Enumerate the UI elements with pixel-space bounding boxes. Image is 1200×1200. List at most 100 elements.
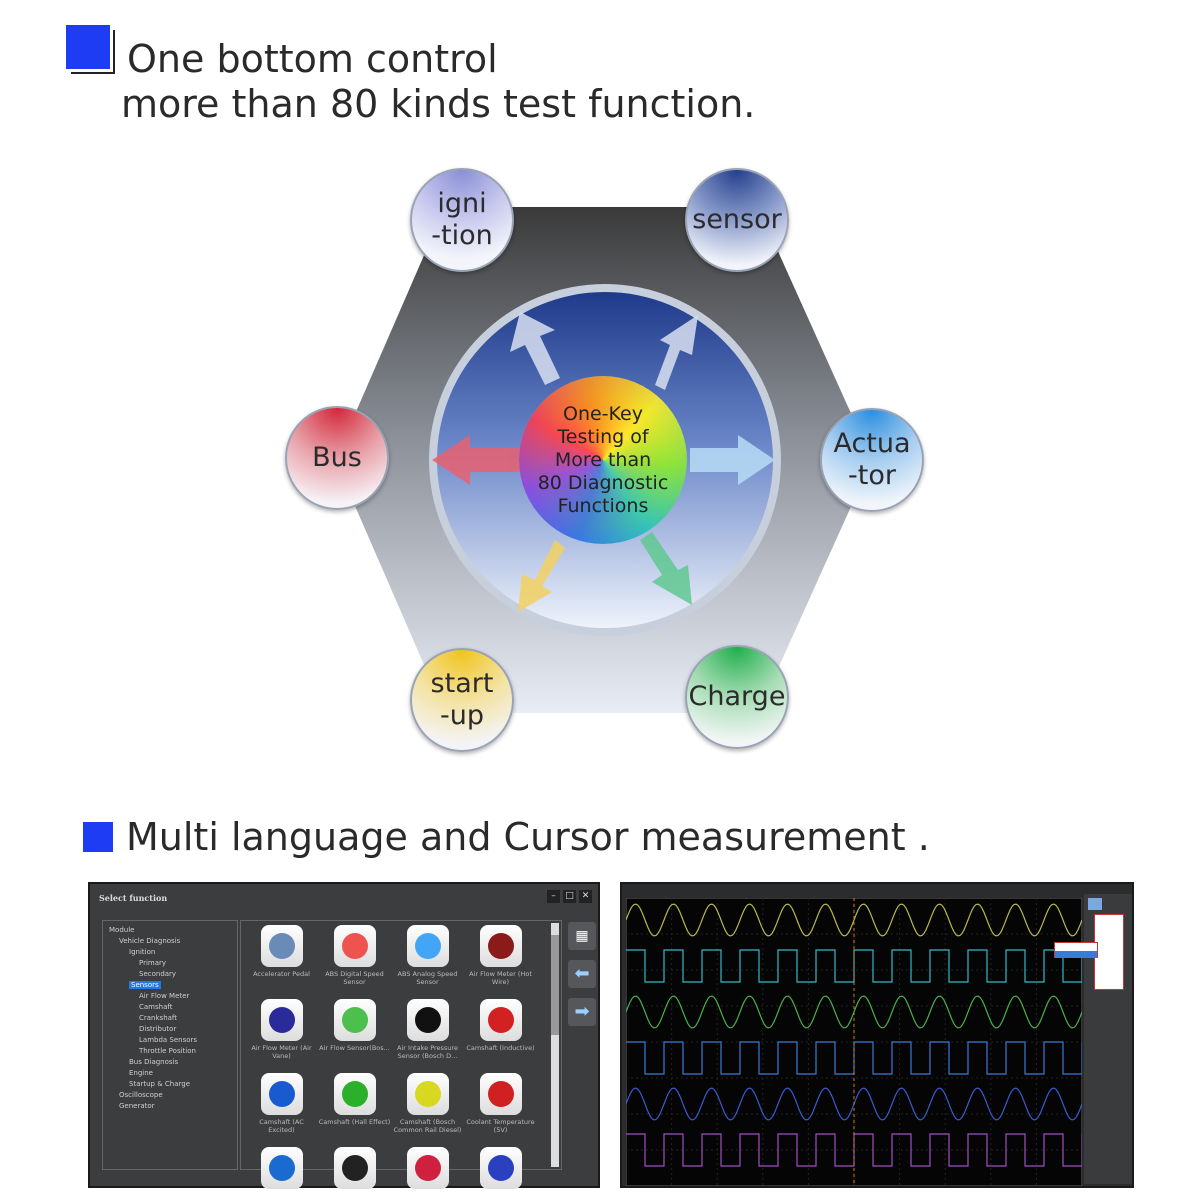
tile-label: Camshaft (Inductive) xyxy=(466,1044,535,1052)
sensor-icon xyxy=(479,1073,522,1115)
node-sensor[interactable]: sensor xyxy=(685,168,789,272)
forward-arrow-button[interactable]: ➡ xyxy=(568,998,596,1026)
function-tile[interactable]: Camshaft (Hall Effect) xyxy=(318,1073,391,1126)
function-tile[interactable]: Air Flow Meter (Air Vane) xyxy=(245,999,318,1060)
sensor-icon xyxy=(406,1147,449,1189)
scrollbar[interactable] xyxy=(551,923,559,1167)
tree-item-label: Oscilloscope xyxy=(119,1091,163,1099)
arrow-down-right-icon xyxy=(640,532,692,605)
maximize-button[interactable]: □ xyxy=(563,890,576,903)
tile-label: Air Intake Pressure Sensor (Bosch D... xyxy=(397,1044,458,1060)
sensor-icon xyxy=(479,925,522,967)
sensor-icon xyxy=(406,925,449,967)
tree-item-label: Startup & Charge xyxy=(129,1080,191,1088)
sensor-icon xyxy=(333,925,376,967)
tree-item[interactable]: Startup & Charge xyxy=(103,1079,237,1090)
tree-item[interactable]: Throttle Position xyxy=(103,1046,237,1057)
sensor-icon xyxy=(406,1073,449,1115)
arrow-up-right-icon xyxy=(655,315,698,390)
tree-item-label: Primary xyxy=(139,959,167,967)
node-bus[interactable]: Bus xyxy=(285,406,389,510)
tile-label: ABS Digital Speed Sensor xyxy=(325,970,384,986)
function-tile[interactable]: Air Intake Pressure Sensor (Bosch D... xyxy=(391,999,464,1060)
function-tile[interactable]: ABS Digital Speed Sensor xyxy=(318,925,391,986)
function-tile[interactable]: Camshaft (Inductive) xyxy=(464,999,537,1052)
function-tile[interactable]: Coolant Temperature (5V) xyxy=(464,1073,537,1134)
function-tile[interactable]: Air Flow Meter (Hot Wire) xyxy=(464,925,537,986)
tree-item-label: Module xyxy=(109,926,135,934)
node-charge[interactable]: Charge xyxy=(685,645,789,749)
tile-label: Coolant Temperature (5V) xyxy=(466,1118,535,1134)
function-tile[interactable] xyxy=(464,1147,537,1192)
function-tile[interactable]: Air Flow Sensor(Bos... xyxy=(318,999,391,1052)
minimize-button[interactable]: – xyxy=(547,890,560,903)
back-arrow-button[interactable] xyxy=(1088,898,1102,910)
tile-label: Camshaft (Bosch Common Rail Diesel) xyxy=(393,1118,462,1134)
bullet-square-icon xyxy=(66,25,110,69)
tree-item[interactable]: Crankshaft xyxy=(103,1013,237,1024)
sensor-icon xyxy=(260,1073,303,1115)
node-actuator[interactable]: Actua -tor xyxy=(820,408,924,512)
function-grid: Accelerator Pedal ABS Digital Speed Senso… xyxy=(240,920,562,1189)
node-startup[interactable]: start -up xyxy=(410,648,514,752)
tree-item[interactable]: Sensors xyxy=(103,980,237,991)
back-arrow-button[interactable]: ⬅ xyxy=(568,960,596,988)
function-tile[interactable]: Camshaft (AC Excited) xyxy=(245,1073,318,1134)
tree-item[interactable]: Air Flow Meter xyxy=(103,991,237,1002)
scope-side-panel xyxy=(1084,894,1132,1184)
tree-item-label: Lambda Sensors xyxy=(139,1036,198,1044)
tile-label: Air Flow Meter (Air Vane) xyxy=(251,1044,312,1060)
sensor-icon xyxy=(333,999,376,1041)
tree-item[interactable]: Camshaft xyxy=(103,1002,237,1013)
tree-item[interactable]: Lambda Sensors xyxy=(103,1035,237,1046)
oscilloscope-window xyxy=(620,882,1134,1188)
sensor-icon xyxy=(479,1147,522,1189)
tree-item[interactable]: Secondary xyxy=(103,969,237,980)
tile-label: Accelerator Pedal xyxy=(253,970,310,978)
function-tile[interactable] xyxy=(391,1147,464,1192)
tile-label: Air Flow Sensor(Bos... xyxy=(319,1044,390,1052)
tree-item[interactable]: Module xyxy=(103,925,237,936)
function-tile[interactable] xyxy=(318,1147,391,1192)
tree-item[interactable]: Engine xyxy=(103,1068,237,1079)
tree-item-label: Sensors xyxy=(129,981,161,989)
tree-item[interactable]: Bus Diagnosis xyxy=(103,1057,237,1068)
tree-item[interactable]: Primary xyxy=(103,958,237,969)
arrow-right-icon xyxy=(690,435,775,485)
context-menu[interactable] xyxy=(1094,914,1124,990)
oscilloscope-display xyxy=(626,898,1082,1186)
arrows xyxy=(432,312,775,612)
function-tile[interactable]: Accelerator Pedal xyxy=(245,925,318,978)
sensor-icon xyxy=(406,999,449,1041)
sensor-icon xyxy=(260,999,303,1041)
tree-item[interactable]: Oscilloscope xyxy=(103,1090,237,1101)
tree-item-label: Air Flow Meter xyxy=(139,992,190,1000)
tile-label: Camshaft (Hall Effect) xyxy=(318,1118,391,1126)
tree-item[interactable]: Distributor xyxy=(103,1024,237,1035)
function-tile[interactable]: ABS Analog Speed Sensor xyxy=(391,925,464,986)
bullet-square-icon xyxy=(83,822,113,852)
language-menu[interactable] xyxy=(1054,942,1098,958)
tree-item[interactable]: Vehicle Diagnosis xyxy=(103,936,237,947)
window-title: Select function xyxy=(99,893,168,903)
qr-code-icon[interactable]: ▦ xyxy=(568,922,596,950)
arrow-up-left-icon xyxy=(510,312,560,385)
close-button[interactable]: ✕ xyxy=(579,890,592,903)
tree-item-label: Generator xyxy=(119,1102,155,1110)
tree-item-label: Bus Diagnosis xyxy=(129,1058,179,1066)
tile-label: Air Flow Meter (Hot Wire) xyxy=(469,970,532,986)
arrow-down-left-icon xyxy=(518,540,565,612)
node-ignition[interactable]: igni -tion xyxy=(410,168,514,272)
function-tile[interactable]: Camshaft (Bosch Common Rail Diesel) xyxy=(391,1073,464,1134)
function-tile[interactable] xyxy=(245,1147,318,1192)
tree-item-label: Secondary xyxy=(139,970,177,978)
tile-label: Camshaft (AC Excited) xyxy=(259,1118,304,1134)
sensor-icon xyxy=(479,999,522,1041)
waveform-trace xyxy=(626,903,1082,937)
tree-item[interactable]: Generator xyxy=(103,1101,237,1112)
sensor-icon xyxy=(260,1147,303,1189)
tree-item-label: Camshaft xyxy=(139,1003,173,1011)
tree-item[interactable]: Ignition xyxy=(103,947,237,958)
